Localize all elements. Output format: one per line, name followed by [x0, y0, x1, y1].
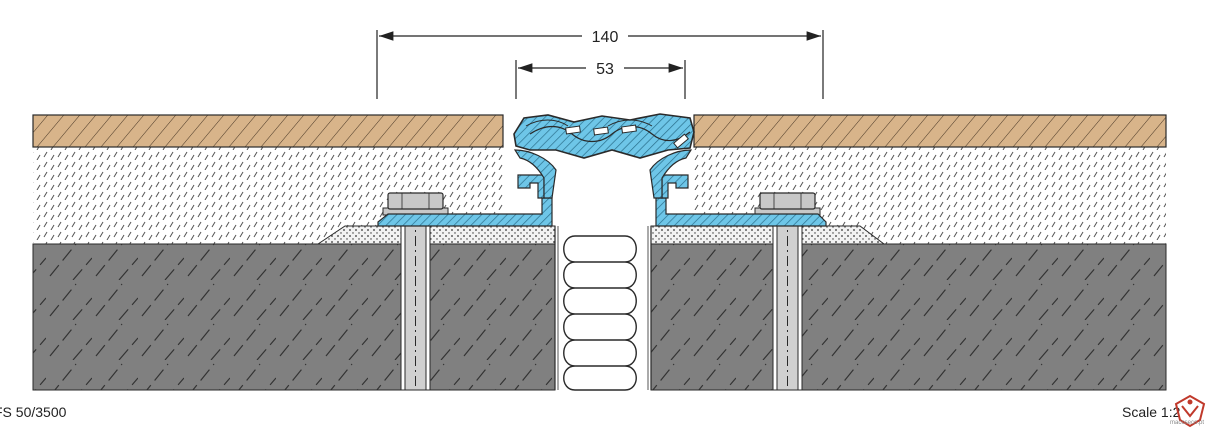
joint-filler	[554, 226, 652, 391]
dimension-gap-label: 53	[596, 61, 614, 78]
dimension-overall-label: 140	[592, 29, 619, 46]
dimension-gap: 53	[515, 60, 686, 99]
bedding-mortar	[316, 225, 886, 245]
joint-profile	[377, 113, 827, 227]
anchor-bolt-left	[382, 192, 449, 391]
watermark-text: macoseco.pt	[1170, 420, 1205, 426]
anchor-bolt-right	[754, 192, 821, 391]
concrete-substrate	[32, 243, 1167, 391]
floor-finish-layer	[32, 114, 1167, 148]
model-code: FS 50/3500	[0, 404, 67, 420]
dimension-overall: 140	[376, 29, 824, 99]
scale-label: Scale 1:2	[1122, 404, 1181, 420]
brand-logo-icon	[1174, 394, 1206, 428]
